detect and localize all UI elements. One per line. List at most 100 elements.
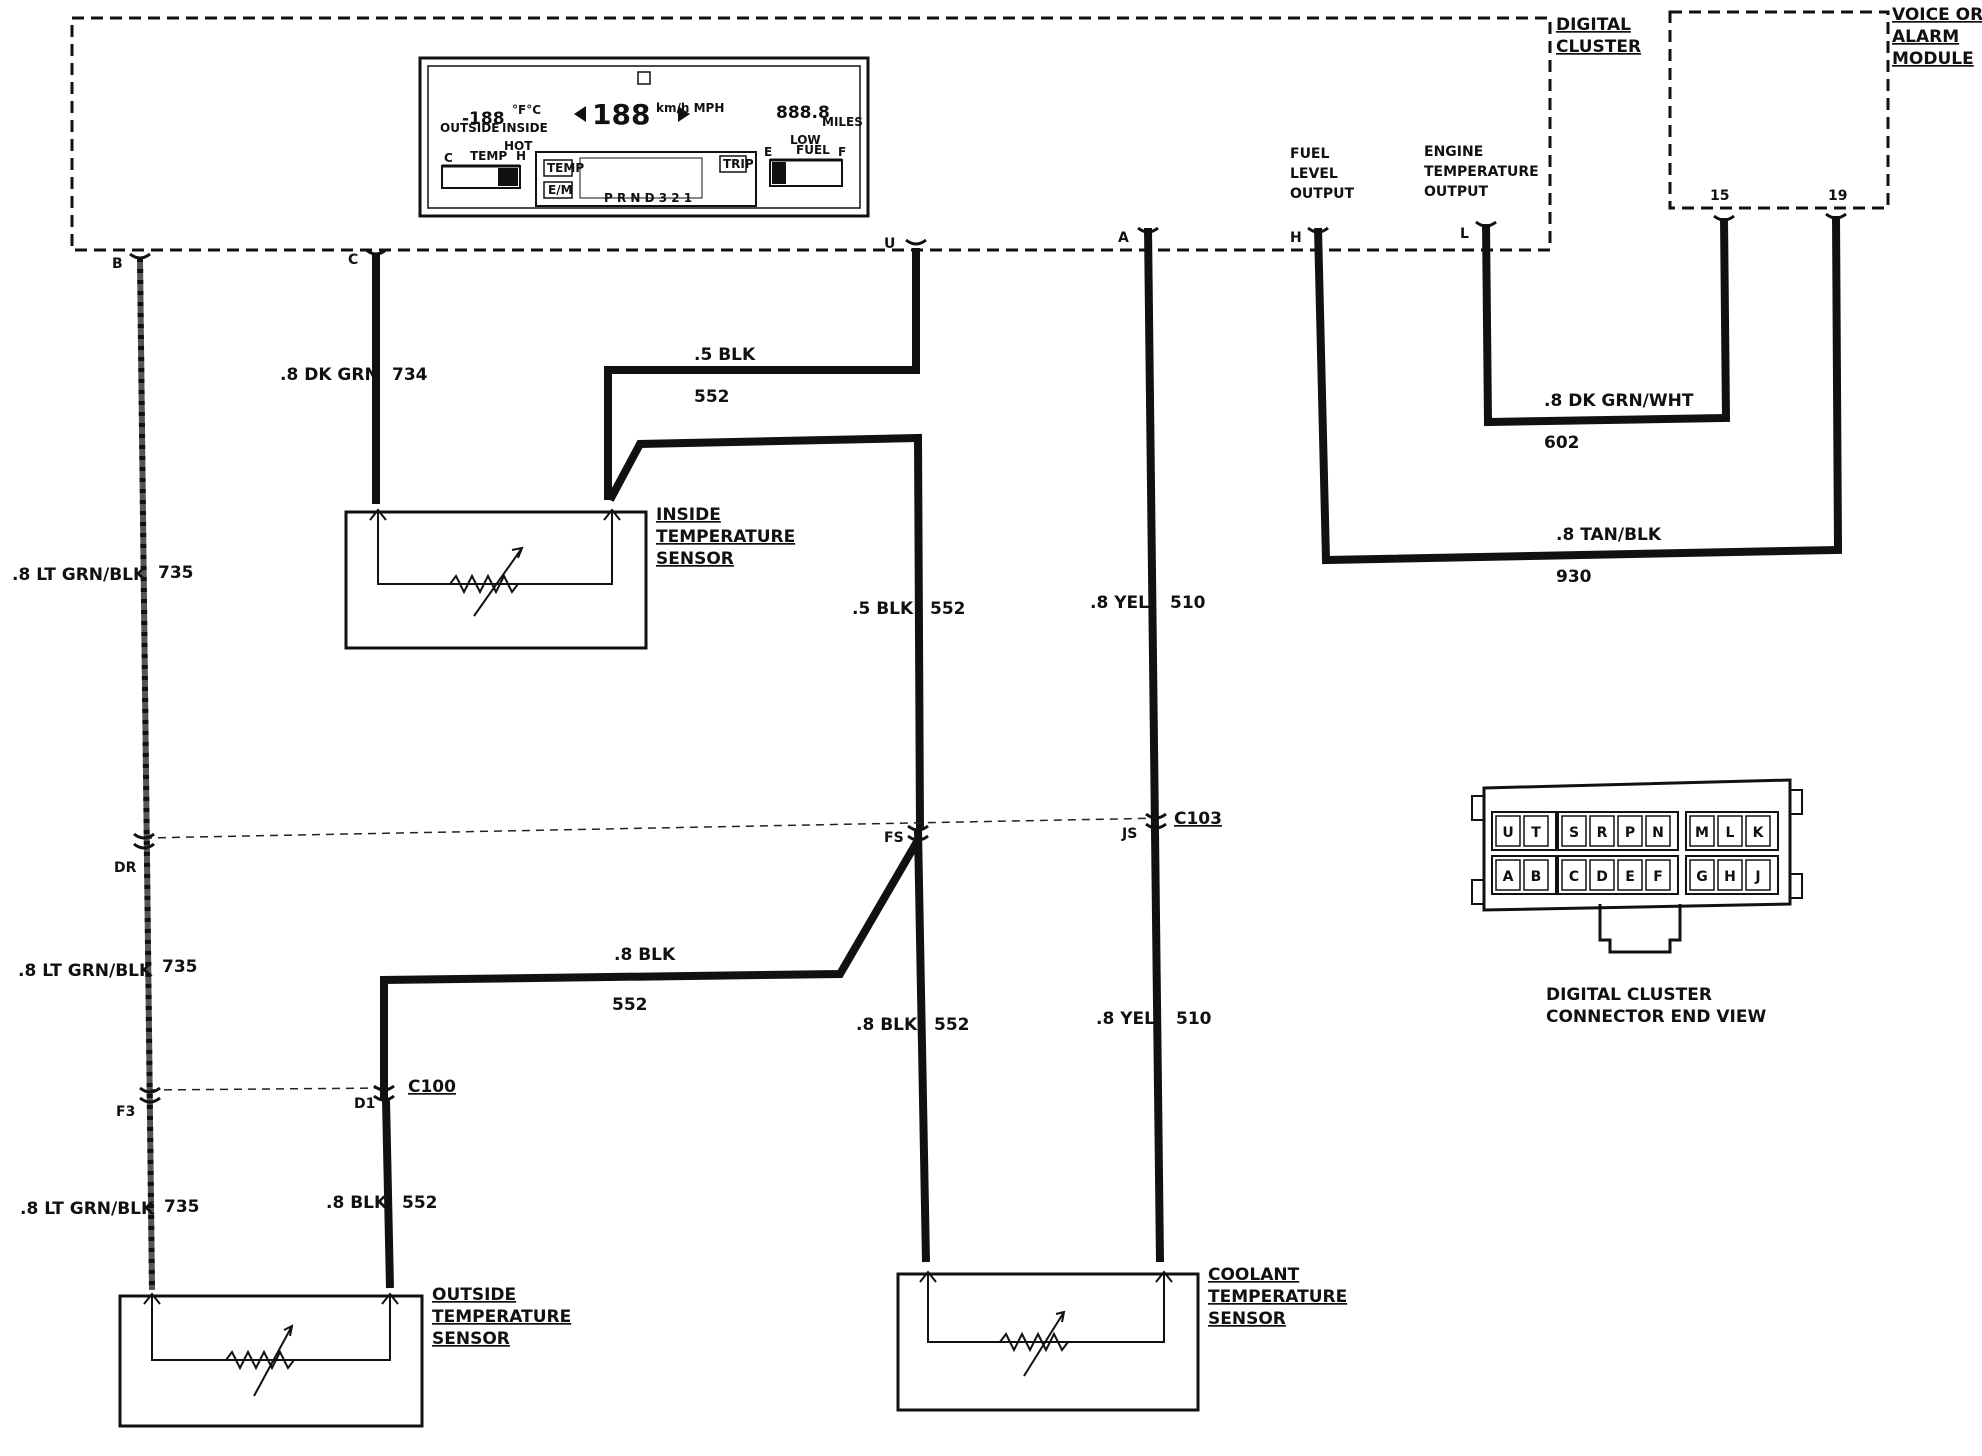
em-button-label: E/M <box>548 183 573 197</box>
gear-indicator: P R N D 3 2 1 <box>604 191 692 205</box>
coolant-temperature-sensor: COOLANT TEMPERATURE SENSOR <box>896 1265 1347 1412</box>
fuel-output-label-3: OUTPUT <box>1290 186 1354 202</box>
wire-735-mid-gauge: .8 LT GRN/BLK <box>18 961 153 981</box>
coolant-sensor-label-3: SENSOR <box>1208 1309 1286 1329</box>
variable-arrow-icon <box>1023 1310 1066 1377</box>
wire-930-gauge: .8 TAN/BLK <box>1556 525 1662 545</box>
wire-735-low-number: 735 <box>164 1197 200 1217</box>
lamp-icon <box>637 71 651 85</box>
wire-552-out-number: 552 <box>402 1193 438 1213</box>
connector-pin-cell <box>1561 815 1587 847</box>
inside-temperature-sensor: INSIDE TEMPERATURE SENSOR <box>344 505 795 650</box>
connector-pin-cell <box>1523 815 1549 847</box>
fuel-e-label: E <box>764 145 772 159</box>
engine-output-label-3: OUTPUT <box>1424 184 1488 200</box>
connector-pin-cell <box>1617 815 1643 847</box>
fuel-label: FUEL <box>796 143 830 157</box>
display-odometer-unit: MILES <box>822 115 863 129</box>
wire-735-mid-number: 735 <box>162 957 198 977</box>
wire-602-number: 602 <box>1544 433 1580 453</box>
connector-dr: DR <box>114 860 137 876</box>
connector-chevrons <box>129 212 1847 1104</box>
outside-sensor-label-3: SENSOR <box>432 1329 510 1349</box>
connector-pin-cell <box>1589 815 1615 847</box>
temp-button-label: TEMP <box>547 161 584 175</box>
connector-pin-cell <box>1689 859 1715 891</box>
connector-pin-letter: N <box>1652 825 1664 841</box>
connector-pin-letter: A <box>1503 869 1514 885</box>
wire-552-c-number: 552 <box>612 995 648 1015</box>
connector-pin-cell <box>1717 815 1743 847</box>
connector-pin-cell <box>1523 859 1549 891</box>
wire-602 <box>1482 217 1731 427</box>
wire-734-number: 734 <box>392 365 428 385</box>
wire-734-gauge: .8 DK GRN <box>280 365 379 385</box>
temp-button[interactable] <box>543 159 573 177</box>
voice-alarm-module: VOICE OR ALARM MODULE 15 19 <box>1668 5 1982 210</box>
connector-pin-letter: M <box>1695 825 1709 841</box>
connector-pin-letter: E <box>1625 869 1635 885</box>
coolant-sensor-label-1: COOLANT <box>1208 1265 1300 1285</box>
resistor-icon <box>225 1349 295 1371</box>
cluster-pin-a: A <box>1118 230 1129 246</box>
em-button[interactable] <box>543 181 573 199</box>
inside-sensor-label-1: INSIDE <box>656 505 721 525</box>
fuel-output-label-1: FUEL <box>1290 146 1329 162</box>
wire-930-number: 930 <box>1556 567 1592 587</box>
connector-c100: C100 <box>408 1077 456 1097</box>
connector-line-f3-c100 <box>149 1087 385 1091</box>
wire-552-c-gauge: .8 BLK <box>614 945 676 965</box>
connector-pin-cell <box>1617 859 1643 891</box>
cluster-display-panel: -188 °F°C OUTSIDE INSIDE 188 km/h MPH 88… <box>418 56 870 218</box>
display-inside-label: INSIDE <box>502 121 548 135</box>
engine-output-label-1: ENGINE <box>1424 144 1483 160</box>
connector-pin-letter: J <box>1754 869 1760 885</box>
temp-hot-label: HOT <box>504 139 533 153</box>
display-outside-label: OUTSIDE <box>440 121 499 135</box>
connector-pin-letter: S <box>1569 825 1579 841</box>
connector-pin-cell <box>1589 859 1615 891</box>
connector-fs: FS <box>884 830 904 846</box>
outside-sensor-label-2: TEMPERATURE <box>432 1307 571 1327</box>
resistor-icon <box>449 573 519 595</box>
voice-pin-19: 19 <box>1828 188 1847 204</box>
connector-pin-cell <box>1645 859 1671 891</box>
outside-sensor-label-1: OUTSIDE <box>432 1285 516 1305</box>
temp-gauge: C TEMP HOT H <box>441 139 533 189</box>
connector-js: JS <box>1121 826 1137 842</box>
digital-cluster-module: DIGITAL CLUSTER -188 °F°C OUTSIDE INSIDE… <box>70 15 1641 252</box>
connector-pin-cell <box>1561 859 1587 891</box>
voice-module-title-2: ALARM <box>1892 27 1959 47</box>
connector-pin-cell <box>1745 815 1771 847</box>
wire-552-low-gauge: .8 BLK <box>856 1015 918 1035</box>
connector-pin-letter: D <box>1596 869 1608 885</box>
wire-735-gauge: .8 LT GRN/BLK <box>12 565 147 585</box>
wire-552-top-number: 552 <box>694 387 730 407</box>
connector-pin-cell <box>1717 859 1743 891</box>
wire-735 <box>137 257 155 1291</box>
wire-510-top-gauge: .8 YEL <box>1090 593 1149 613</box>
connector-d1: D1 <box>354 1096 375 1112</box>
left-arrow-icon <box>574 106 586 122</box>
connector-pin-letter: U <box>1502 825 1513 841</box>
connector-pin-letter: T <box>1531 825 1541 841</box>
connector-pin-cell <box>1495 815 1521 847</box>
voice-module-title-1: VOICE OR <box>1892 5 1982 25</box>
resistor-icon <box>999 1331 1069 1353</box>
connector-pin-letter: C <box>1569 869 1579 885</box>
connector-pin-letter: L <box>1726 825 1735 841</box>
fuel-f-label: F <box>838 145 846 159</box>
fuel-low-label: LOW <box>790 133 821 147</box>
fuel-gauge: E LOW FUEL F <box>764 133 846 187</box>
connector-pin-cell <box>1745 859 1771 891</box>
temp-c-label: C <box>444 151 453 165</box>
trip-button[interactable] <box>719 155 747 173</box>
connector-caption-1: DIGITAL CLUSTER <box>1546 985 1712 1005</box>
wire-510-low-gauge: .8 YEL <box>1096 1009 1155 1029</box>
cluster-pin-l: L <box>1460 226 1469 242</box>
connector-line-dr-c103 <box>143 817 1167 839</box>
wire-552-top-gauge: .5 BLK <box>694 345 756 365</box>
